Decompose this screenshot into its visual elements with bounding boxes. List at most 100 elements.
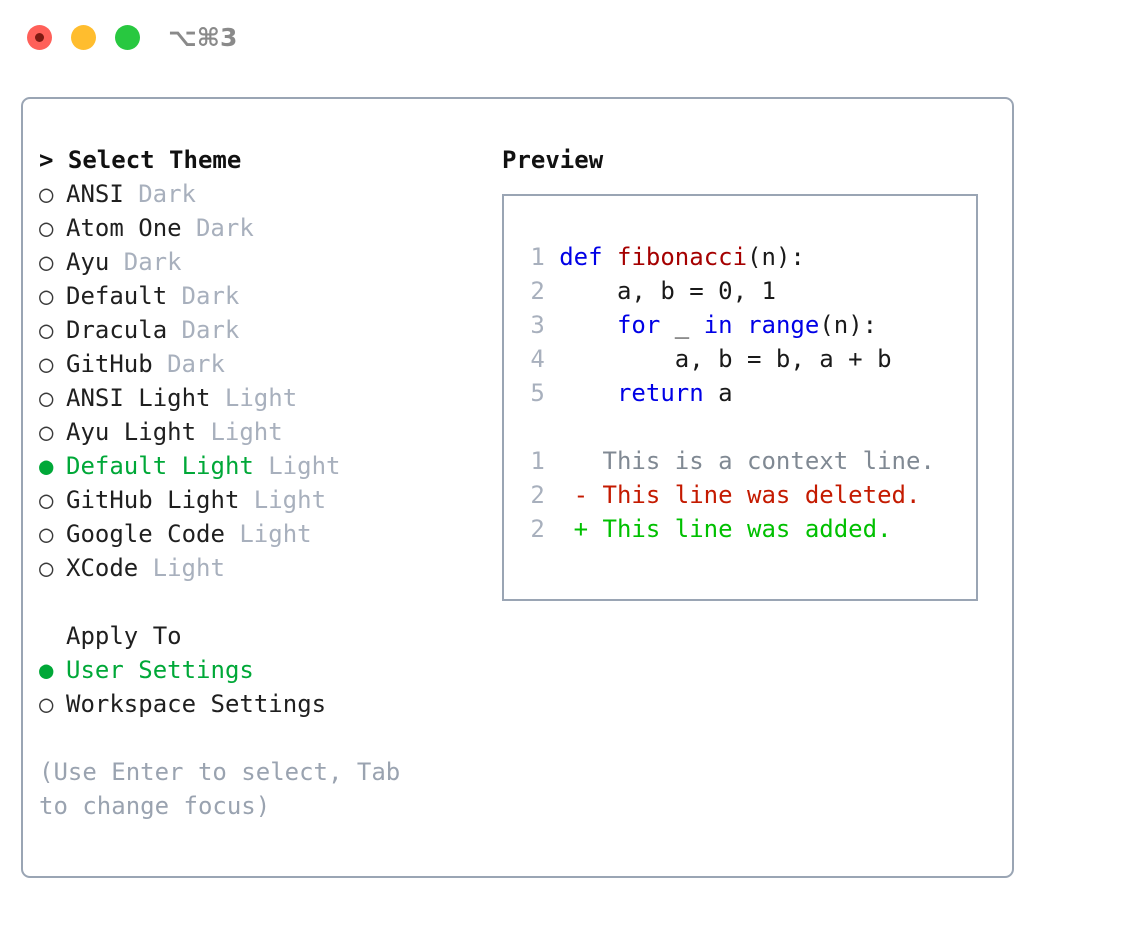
theme-option-variant: Light [224, 384, 298, 412]
code-token [733, 311, 747, 339]
code-token: def [559, 243, 603, 271]
radio-selected-icon: ● [39, 452, 54, 480]
theme-option-label: Dracula [66, 316, 168, 344]
diff-line-text: + This line was added. [559, 515, 892, 543]
maximize-button[interactable] [115, 25, 140, 50]
code-line: 3 for _ in range(n): [516, 308, 935, 342]
line-number: 2 [530, 277, 545, 305]
radio-unselected-icon: ○ [39, 384, 54, 412]
theme-option-label: Default Light [66, 452, 254, 480]
radio-selected-icon: ● [39, 656, 54, 684]
line-number: 2 [530, 515, 545, 543]
code-token [559, 311, 617, 339]
code-token: a, b = b, a + b [559, 345, 892, 373]
theme-option-variant: Dark [181, 316, 240, 344]
code-token: a [703, 379, 733, 407]
theme-option[interactable]: ○ GitHub Light Light [39, 483, 489, 517]
list-spacer [39, 585, 489, 619]
diff-block: 1 This is a context line.2 - This line w… [516, 444, 935, 546]
radio-unselected-icon: ○ [39, 282, 54, 310]
theme-option-variant: Dark [195, 214, 254, 242]
theme-option[interactable]: ○ ANSI Dark [39, 177, 489, 211]
diff-line: 2 + This line was added. [516, 512, 935, 546]
theme-option[interactable]: ○ ANSI Light Light [39, 381, 489, 415]
code-token: in [703, 311, 733, 339]
radio-unselected-icon: ○ [39, 554, 54, 582]
apply-to-list: ●User Settings ○ Workspace Settings [39, 653, 489, 721]
code-token: (n): [747, 243, 805, 271]
theme-option[interactable]: ○ XCode Light [39, 551, 489, 585]
theme-option-label: ANSI [66, 180, 124, 208]
radio-unselected-icon: ○ [39, 180, 54, 208]
code-token: _ [660, 311, 704, 339]
radio-unselected-icon: ○ [39, 350, 54, 378]
theme-option[interactable]: ● Default Light Light [39, 449, 489, 483]
apply-to-option[interactable]: ○ Workspace Settings [39, 687, 489, 721]
code-token: (n): [819, 311, 878, 339]
code-token: return [616, 379, 704, 407]
apply-to-option[interactable]: ●User Settings [39, 653, 489, 687]
radio-unselected-icon: ○ [39, 418, 54, 446]
code-line: 2 a, b = 0, 1 [516, 274, 935, 308]
theme-option-label: XCode [66, 554, 139, 582]
apply-to-label: Apply To [66, 622, 182, 650]
theme-option-variant: Light [152, 554, 225, 582]
radio-unselected-icon: ○ [39, 214, 54, 242]
code-diff-gap [516, 410, 935, 444]
theme-option-label: Ayu Light [66, 418, 197, 446]
theme-option-variant: Light [268, 452, 341, 480]
window-controls [27, 25, 140, 50]
apply-to-option-label: Workspace Settings [66, 690, 327, 718]
theme-option-label: Ayu [66, 248, 110, 276]
code-token: range [747, 311, 820, 339]
keyboard-hint: (Use Enter to select, Tab to change focu… [39, 758, 415, 820]
theme-option[interactable]: ○ Ayu Light Light [39, 415, 489, 449]
radio-unselected-icon: ○ [39, 248, 54, 276]
titlebar: ⌥⌘3 [0, 0, 1140, 78]
theme-option-label: ANSI Light [66, 384, 211, 412]
preview-title: Preview [502, 146, 604, 174]
theme-option-label: Atom One [66, 214, 182, 242]
diff-line: 2 - This line was deleted. [516, 478, 935, 512]
theme-option-label: GitHub [66, 350, 153, 378]
theme-option-label: Google Code [66, 520, 225, 548]
code-token: a, b = 0, 1 [559, 277, 776, 305]
code-token [559, 379, 617, 407]
theme-option-variant: Dark [138, 180, 196, 208]
radio-unselected-icon: ○ [39, 690, 54, 718]
radio-unselected-icon: ○ [39, 520, 54, 548]
line-number: 4 [530, 345, 545, 373]
minimize-button[interactable] [71, 25, 96, 50]
diff-line-text: This is a context line. [559, 447, 935, 475]
diff-line-text: - This line was deleted. [559, 481, 921, 509]
code-token: fibonacci [617, 243, 748, 271]
theme-option-label: GitHub Light [66, 486, 240, 514]
code-token [603, 243, 617, 271]
theme-option[interactable]: ○ Ayu Dark [39, 245, 489, 279]
close-button[interactable] [27, 25, 52, 50]
theme-option-variant: Light [210, 418, 283, 446]
radio-unselected-icon: ○ [39, 486, 54, 514]
diff-line: 1 This is a context line. [516, 444, 935, 478]
keyboard-shortcut-label: ⌥⌘3 [168, 23, 238, 52]
theme-option-variant: Light [239, 520, 312, 548]
theme-option-variant: Light [253, 486, 327, 514]
theme-option[interactable]: ○ Google Code Light [39, 517, 489, 551]
code-line: 4 a, b = b, a + b [516, 342, 935, 376]
theme-picker-header: > Select Theme [39, 146, 242, 174]
line-number: 1 [530, 243, 545, 271]
code-token: for [616, 311, 661, 339]
theme-option-variant: Dark [123, 248, 182, 276]
theme-option[interactable]: ○ Atom One Dark [39, 211, 489, 245]
line-number: 5 [530, 379, 545, 407]
theme-option-variant: Dark [181, 282, 240, 310]
